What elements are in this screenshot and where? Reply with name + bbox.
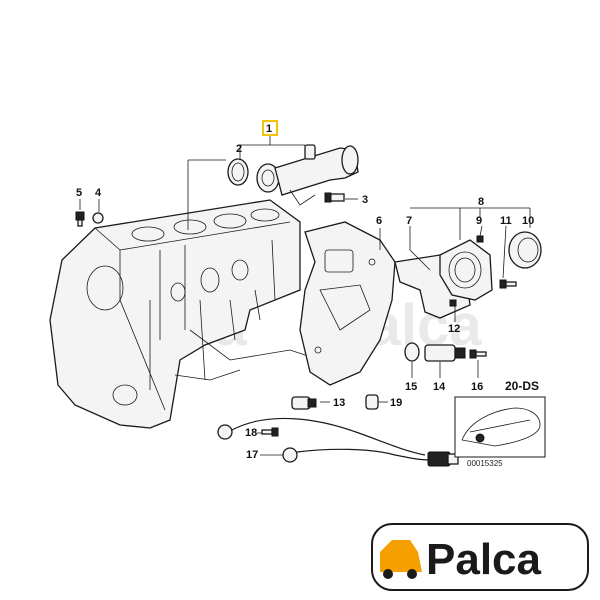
part-12-screw bbox=[449, 299, 457, 307]
callout-14: 14 bbox=[433, 381, 446, 393]
leader-lines bbox=[79, 135, 531, 456]
part-4-washer bbox=[92, 212, 104, 224]
callout-9: 9 bbox=[476, 215, 482, 227]
callout-3: 3 bbox=[362, 194, 368, 206]
diagram-part-number: 00015325 bbox=[467, 459, 503, 468]
engine-block bbox=[49, 199, 321, 429]
car-icon bbox=[380, 540, 422, 579]
highlight-box bbox=[262, 120, 278, 136]
part-5-bolt bbox=[75, 211, 85, 227]
part-14-sensor bbox=[424, 344, 466, 362]
part-15-o-ring bbox=[404, 342, 420, 362]
callout-10: 10 bbox=[522, 215, 534, 227]
model-code: 20-DS bbox=[505, 379, 539, 393]
part-2-gasket-ring bbox=[227, 158, 249, 186]
part-18-bolt bbox=[261, 427, 279, 437]
vehicle-inset bbox=[454, 396, 546, 458]
callout-18: 18 bbox=[245, 427, 257, 439]
part-9-screw bbox=[476, 235, 484, 243]
part-8-seal-carrier bbox=[439, 239, 493, 301]
callout-5: 5 bbox=[76, 187, 82, 199]
callout-8: 8 bbox=[478, 196, 484, 208]
part-10-oil-seal bbox=[508, 231, 542, 269]
callout-13: 13 bbox=[333, 397, 345, 409]
palca-logo: Palca bbox=[371, 523, 589, 591]
part-1-coolant-pipe bbox=[256, 144, 359, 206]
callout-2: 2 bbox=[236, 143, 242, 155]
part-16-bolt bbox=[469, 349, 487, 359]
callout-6: 6 bbox=[376, 215, 382, 227]
part-19-cap bbox=[365, 394, 379, 410]
callout-7: 7 bbox=[406, 215, 412, 227]
part-11-screw bbox=[499, 279, 507, 289]
callout-4: 4 bbox=[95, 187, 102, 199]
callout-12: 12 bbox=[448, 323, 460, 335]
part-6-end-plate bbox=[299, 221, 396, 386]
logo-text: Palca bbox=[426, 535, 542, 584]
callout-17: 17 bbox=[246, 449, 258, 461]
part-13-plug bbox=[291, 396, 317, 410]
callout-16: 16 bbox=[471, 381, 483, 393]
callout-15: 15 bbox=[405, 381, 417, 393]
callout-1: 1 bbox=[266, 123, 272, 135]
callout-11: 11 bbox=[500, 215, 512, 227]
part-3-bolt bbox=[324, 192, 345, 203]
part-17-knock-sensor bbox=[217, 417, 459, 467]
callout-19: 19 bbox=[390, 397, 402, 409]
